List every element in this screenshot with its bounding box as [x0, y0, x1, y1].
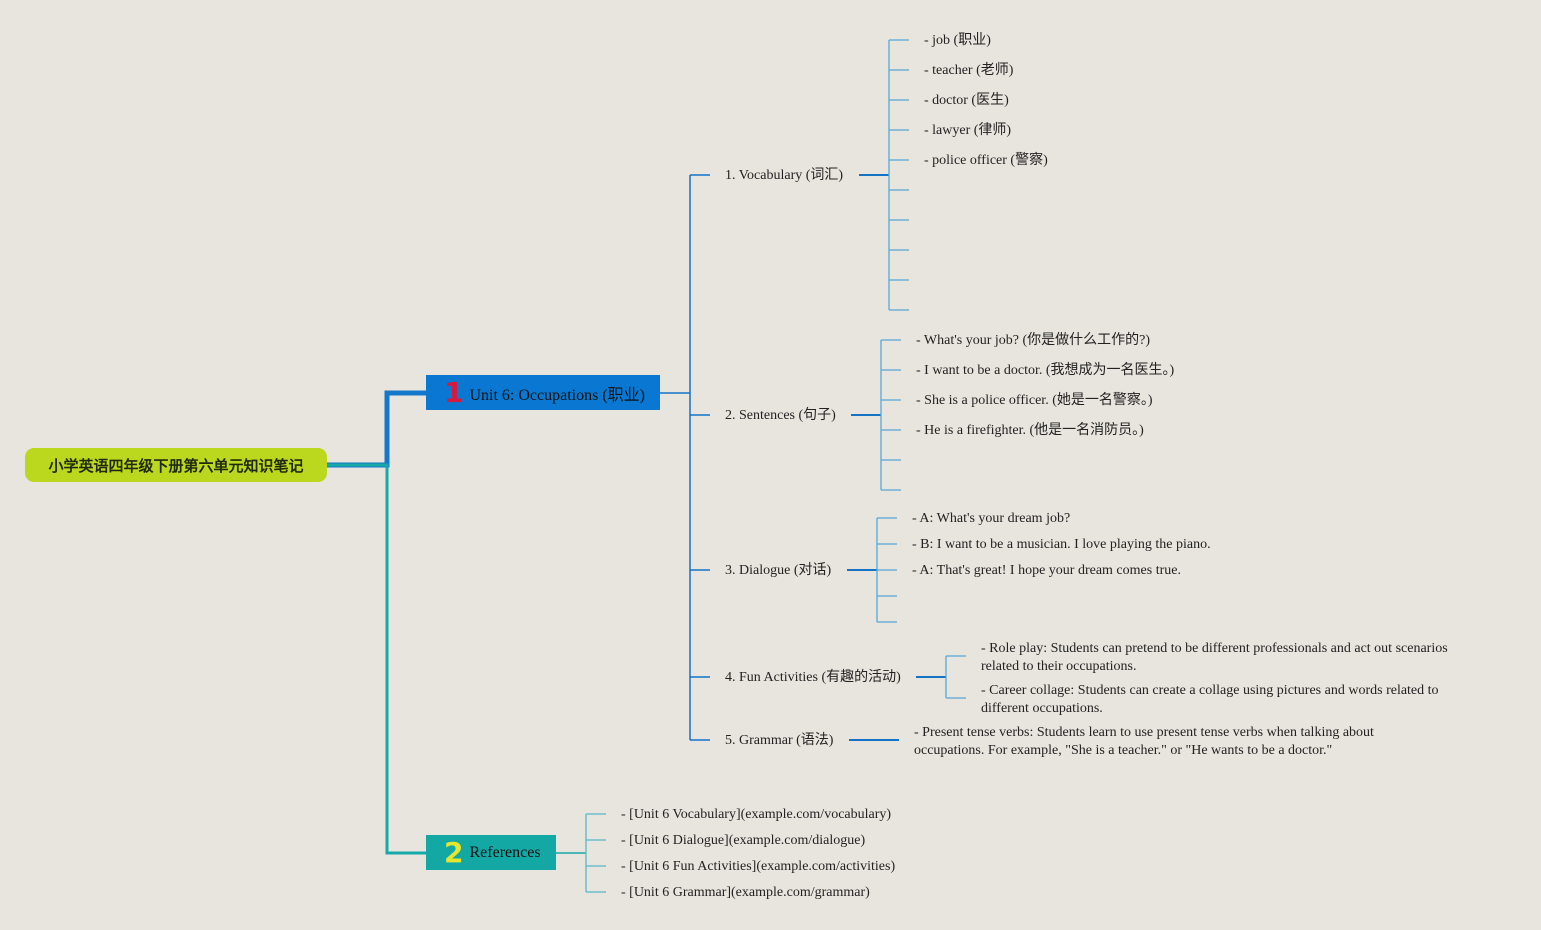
section-grammar[interactable]: 5. Grammar (语法): [725, 733, 834, 748]
reference-item[interactable]: - [Unit 6 Vocabulary](example.com/vocabu…: [621, 807, 892, 822]
vocab-item[interactable]: - job (职业): [924, 33, 991, 48]
references-label: References: [469, 843, 541, 861]
sentence-item[interactable]: - He is a firefighter. (他是一名消防员。): [916, 423, 1144, 438]
reference-item[interactable]: - [Unit 6 Fun Activities](example.com/ac…: [621, 859, 896, 874]
activity-item[interactable]: - Role play: Students can pretend to be …: [981, 641, 1448, 674]
dialogue-item[interactable]: - B: I want to be a musician. I love pla…: [912, 537, 1211, 552]
activity-item[interactable]: - Career collage: Students can create a …: [981, 683, 1439, 716]
section-dialogue[interactable]: 3. Dialogue (对话): [725, 563, 832, 578]
sentence-item[interactable]: - I want to be a doctor. (我想成为一名医生。): [916, 363, 1175, 378]
section-sentences[interactable]: 2. Sentences (句子): [725, 408, 836, 423]
grammar-item[interactable]: - Present tense verbs: Students learn to…: [914, 725, 1374, 758]
unit-number: 1: [444, 375, 464, 409]
vocab-item[interactable]: - police officer (警察): [924, 153, 1048, 168]
references-number: 2: [444, 835, 464, 869]
vocab-item[interactable]: - doctor (医生): [924, 93, 1009, 108]
unit-topic[interactable]: 1 Unit 6: Occupations (职业): [426, 375, 660, 410]
reference-item[interactable]: - [Unit 6 Grammar](example.com/grammar): [621, 885, 870, 900]
vocab-item[interactable]: - lawyer (律师): [924, 123, 1012, 138]
sentence-item[interactable]: - What's your job? (你是做什么工作的?): [916, 333, 1151, 348]
dialogue-item[interactable]: - A: What's your dream job?: [912, 511, 1071, 526]
reference-item[interactable]: - [Unit 6 Dialogue](example.com/dialogue…: [621, 833, 866, 848]
unit-label: Unit 6: Occupations (职业): [469, 386, 646, 404]
references-topic[interactable]: 2 References: [426, 835, 556, 870]
sentence-item[interactable]: - She is a police officer. (她是一名警察。): [916, 393, 1153, 408]
dialogue-item[interactable]: - A: That's great! I hope your dream com…: [912, 563, 1181, 578]
section-vocabulary[interactable]: 1. Vocabulary (词汇): [725, 168, 844, 183]
section-fun-activities[interactable]: 4. Fun Activities (有趣的活动): [725, 670, 901, 685]
vocab-item[interactable]: - teacher (老师): [924, 63, 1014, 78]
root-topic[interactable]: 小学英语四年级下册第六单元知识笔记: [25, 448, 327, 482]
